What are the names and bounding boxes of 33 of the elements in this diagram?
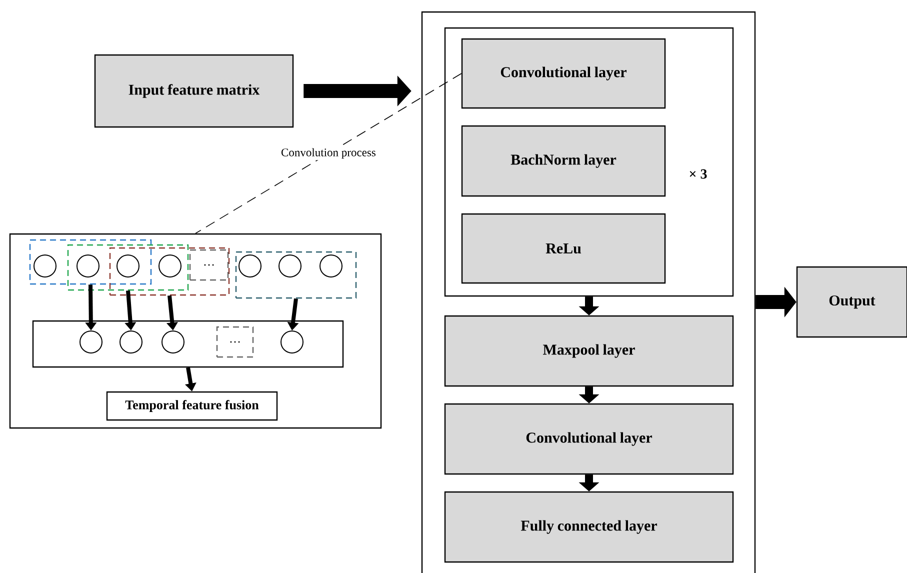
fusion-box: Temporal feature fusion	[106, 391, 278, 421]
layer-box	[32, 320, 344, 368]
panel-box	[9, 233, 382, 429]
neuron-circle	[120, 330, 142, 354]
neuron-circle	[162, 330, 184, 354]
leader-line	[195, 73, 462, 234]
layer-box: BachNorm layer	[461, 125, 666, 197]
neuron-circle	[280, 330, 304, 354]
layer-box: Fully connected layer	[444, 491, 734, 563]
multiplier-label: × 3	[690, 169, 707, 179]
frame-box	[421, 11, 756, 573]
neuron-circle	[238, 254, 262, 278]
neuron-circle	[34, 254, 56, 278]
neuron-circle	[76, 254, 100, 278]
layer-box: Maxpool layer	[444, 315, 734, 387]
container-box	[444, 27, 734, 297]
window-box	[109, 247, 230, 296]
input-box: Input feature matrix	[94, 54, 294, 128]
neuron-circle	[320, 254, 342, 278]
neuron-circle	[116, 254, 140, 278]
ellipsis-box: …	[216, 326, 254, 358]
neuron-circle	[278, 254, 302, 278]
neuron-circle	[80, 330, 102, 354]
window-box	[67, 244, 189, 291]
layer-box: Convolutional layer	[444, 403, 734, 475]
edge-label: Convolution process	[280, 146, 378, 160]
output-box: Output	[796, 266, 907, 338]
window-box	[29, 239, 152, 285]
layer-box: Convolutional layer	[461, 38, 666, 109]
neuron-circle	[158, 254, 182, 278]
window-box	[235, 251, 357, 299]
layer-box: ReLu	[461, 213, 666, 284]
ellipsis-box: …	[189, 249, 229, 281]
